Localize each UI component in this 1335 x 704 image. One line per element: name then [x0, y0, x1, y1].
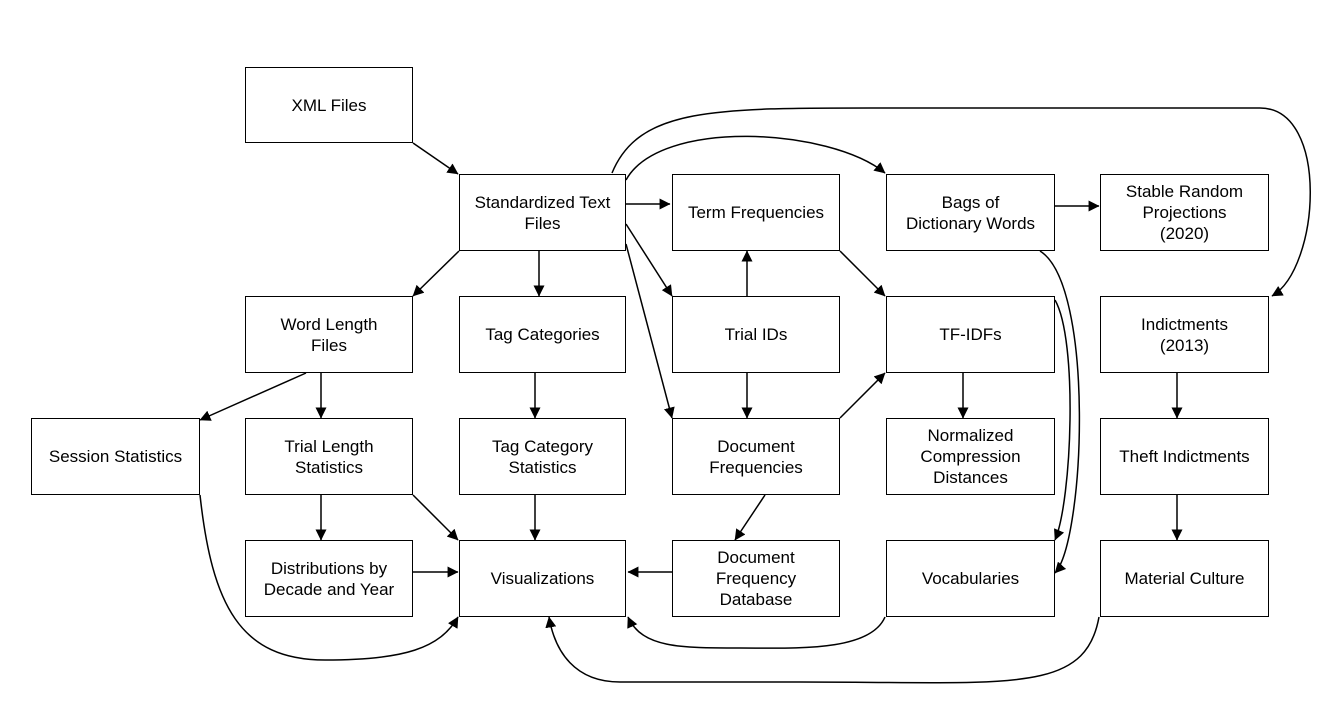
node-document-frequencies: Document Frequencies — [672, 418, 840, 495]
edge-xml-to-standardized — [412, 142, 459, 175]
node-vocabularies: Vocabularies — [886, 540, 1055, 617]
edge-standardized-to-bags — [625, 135, 886, 181]
edge-session-stats-to-visualizations — [199, 494, 459, 661]
edge-term-frequencies-to-tfidfs — [839, 250, 886, 297]
node-standardized-text-files: Standardized Text Files — [459, 174, 626, 251]
edge-tfidfs-to-vocabularies — [1054, 299, 1071, 541]
node-tag-category-statistics: Tag Category Statistics — [459, 418, 626, 495]
edge-bags-to-vocabularies — [1039, 250, 1081, 574]
edge-standardized-to-word-length — [412, 250, 460, 297]
edge-word-length-to-session-stats — [199, 372, 307, 421]
edge-document-frequencies-to-tfidfs — [839, 372, 886, 419]
node-document-frequency-database: Document Frequency Database — [672, 540, 840, 617]
node-trial-ids: Trial IDs — [672, 296, 840, 373]
node-normalized-compression-distances: Normalized Compression Distances — [886, 418, 1055, 495]
node-theft-indictments: Theft Indictments — [1100, 418, 1269, 495]
node-material-culture: Material Culture — [1100, 540, 1269, 617]
node-tag-categories: Tag Categories — [459, 296, 626, 373]
node-term-frequencies: Term Frequencies — [672, 174, 840, 251]
node-bags-of-dictionary-words: Bags of Dictionary Words — [886, 174, 1055, 251]
node-session-statistics: Session Statistics — [31, 418, 200, 495]
edge-standardized-to-trial-ids — [625, 223, 673, 297]
edge-document-frequencies-to-dfdb — [734, 494, 766, 541]
node-indictments: Indictments (2013) — [1100, 296, 1269, 373]
node-trial-length-statistics: Trial Length Statistics — [245, 418, 413, 495]
node-tf-idfs: TF-IDFs — [886, 296, 1055, 373]
edge-standardized-to-document-frequencies — [625, 243, 675, 419]
node-visualizations: Visualizations — [459, 540, 626, 617]
edge-vocabularies-to-visualizations — [627, 616, 886, 649]
edge-trial-length-to-visualizations — [412, 494, 459, 541]
edge-material-culture-to-visualizations — [545, 616, 1100, 684]
node-xml-files: XML Files — [245, 67, 413, 143]
node-distributions-by-decade-and-year: Distributions by Decade and Year — [245, 540, 413, 617]
edge-standardized-to-indictments — [611, 107, 1311, 297]
node-stable-random-projections: Stable Random Projections (2020) — [1100, 174, 1269, 251]
node-word-length-files: Word Length Files — [245, 296, 413, 373]
